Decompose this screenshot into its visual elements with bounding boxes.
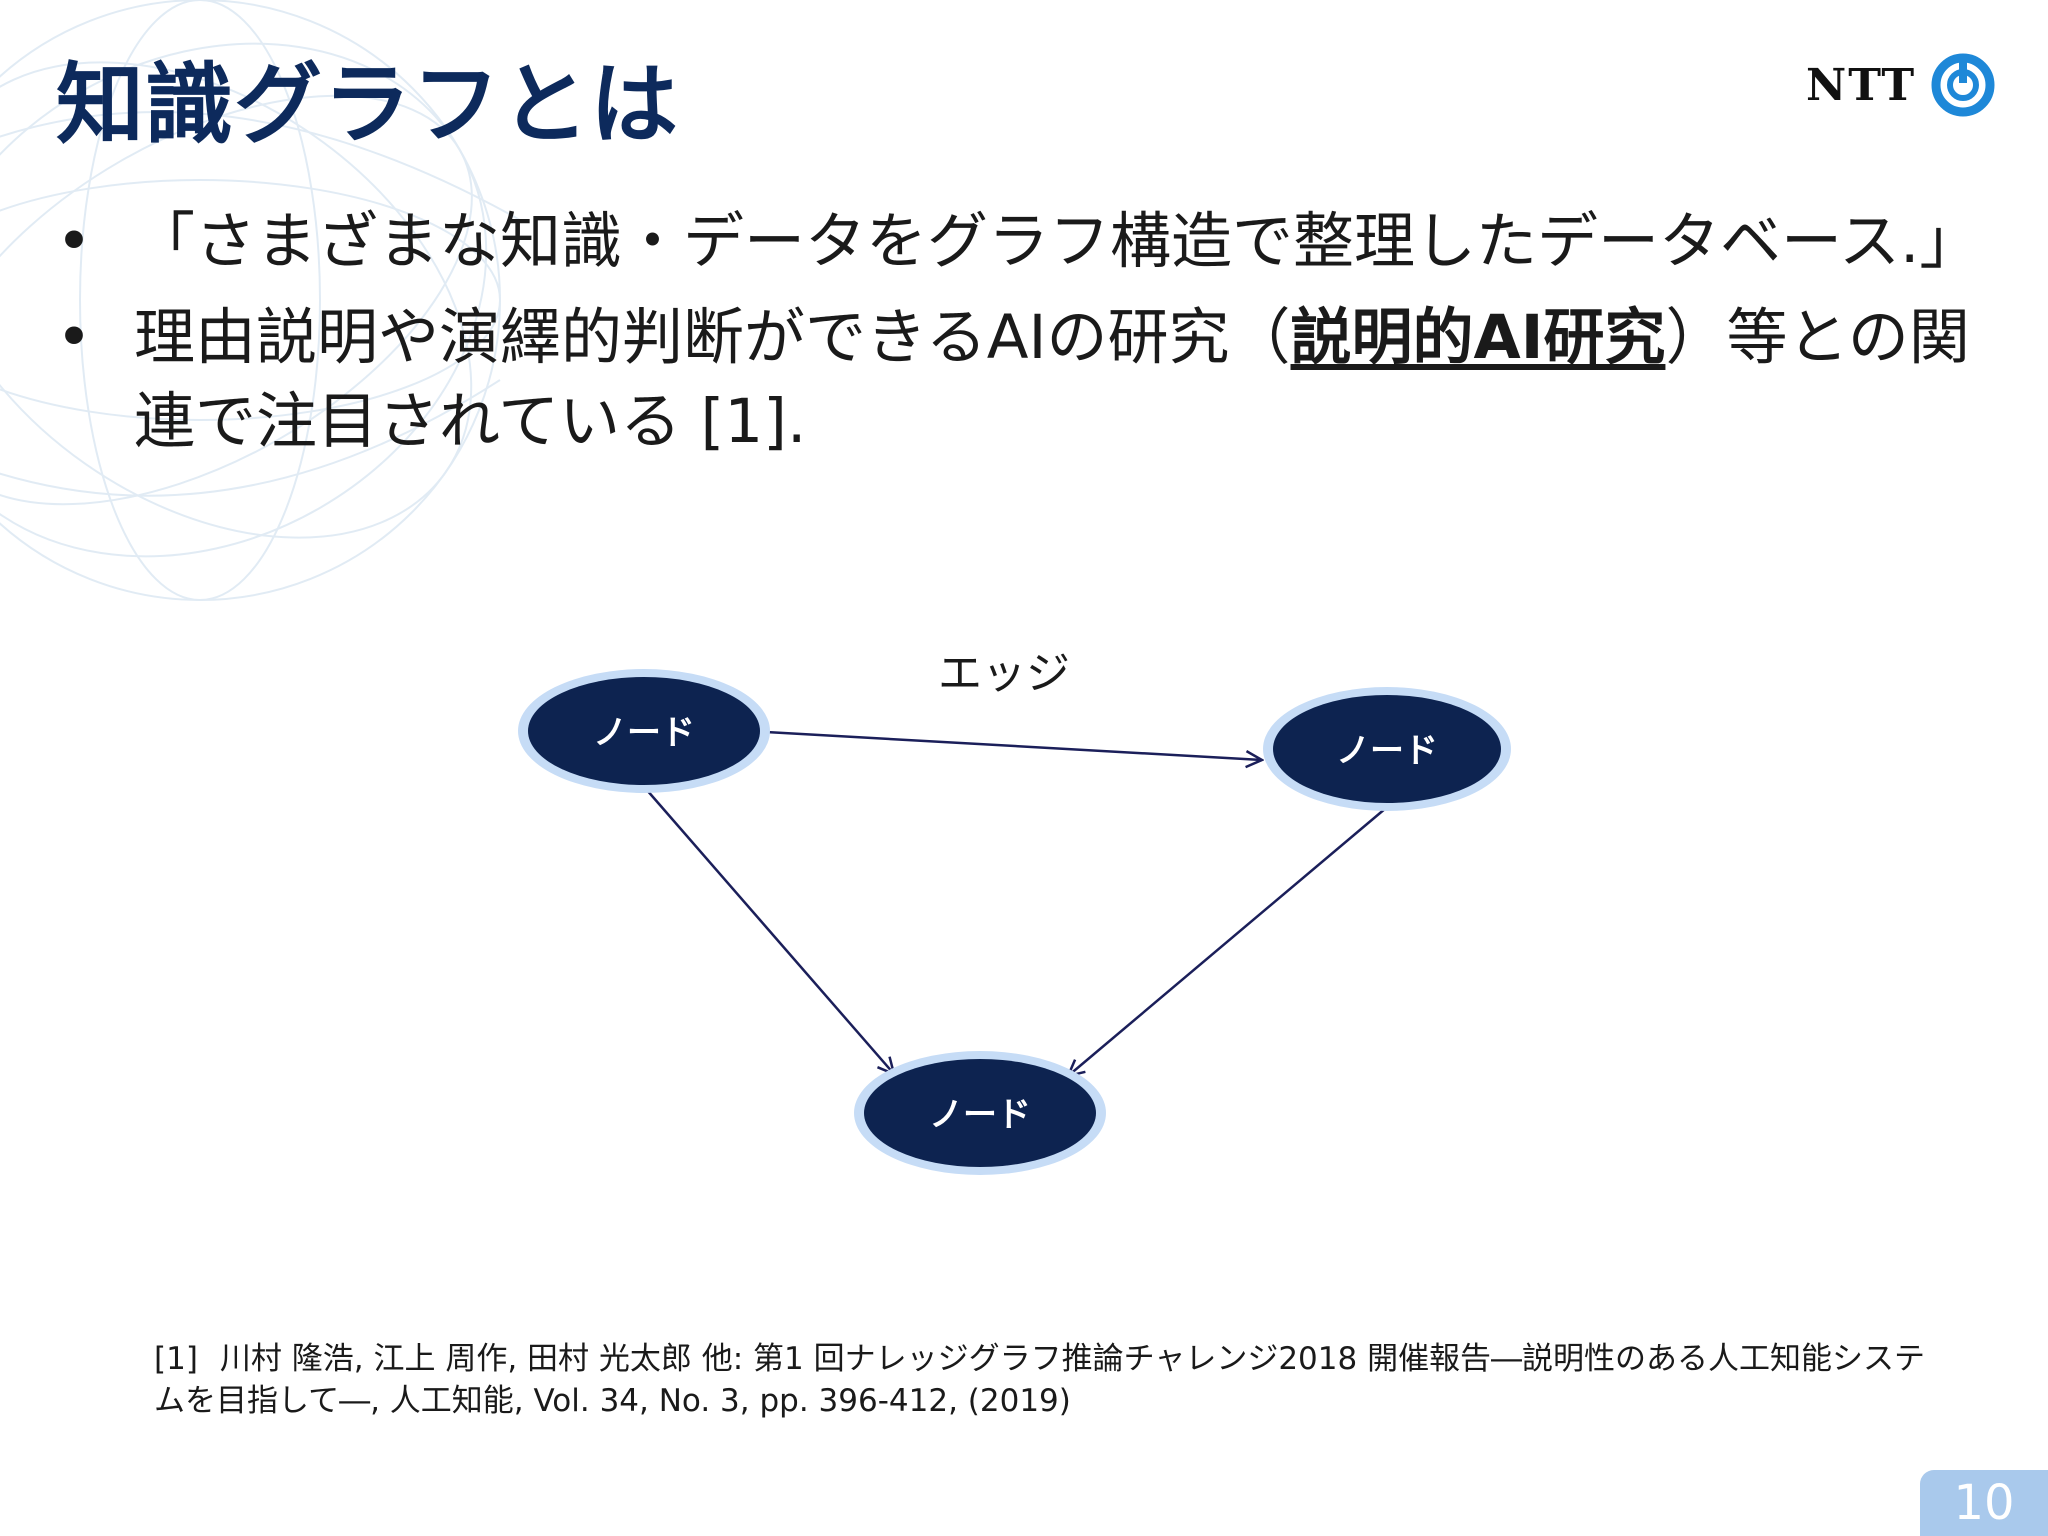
ntt-logo-mark-icon	[1931, 53, 1995, 117]
reference-note: [1]川村 隆浩, 江上 周作, 田村 光太郎 他: 第1 回ナレッジグラフ推論…	[154, 1338, 1934, 1422]
edge-label: エッジ	[938, 648, 1070, 699]
bullet-text-after: ）等との関連で注目されている [1].	[134, 302, 1970, 457]
bullet-marker: •	[56, 302, 92, 373]
bullet-item: • 「さまざまな知識・データをグラフ構造で整理したデータベース.」	[56, 200, 2006, 284]
bullet-list: • 「さまざまな知識・データをグラフ構造で整理したデータベース.」 • 理由説明…	[56, 200, 2006, 476]
bullet-item: • 理由説明や演繹的判断ができるAIの研究（説明的AI研究）等との関連で注目され…	[56, 296, 2006, 464]
edge-top-right-to-bottom	[1068, 807, 1387, 1076]
node-label: ノード	[1336, 731, 1438, 771]
edge-top-left-to-bottom	[645, 788, 894, 1074]
node-top-right: ノード	[1263, 687, 1511, 811]
ntt-logo: NTT	[1806, 52, 1996, 118]
page-number: 10	[1920, 1470, 2048, 1536]
bullet-marker: •	[56, 206, 92, 277]
reference-text: 川村 隆浩, 江上 周作, 田村 光太郎 他: 第1 回ナレッジグラフ推論チャレ…	[154, 1341, 1926, 1419]
bullet-text-before: 理由説明や演繹的判断ができるAIの研究（	[134, 302, 1291, 373]
bullet-emphasis: 説明的AI研究	[1290, 302, 1666, 373]
logo-text: NTT	[1806, 59, 1917, 111]
node-top-left: ノード	[518, 669, 770, 793]
edge-top-left-to-top-right	[765, 730, 1262, 760]
slide-title: 知識グラフとは	[56, 53, 680, 156]
node-label: ノード	[593, 713, 695, 753]
reference-number: [1]	[154, 1341, 198, 1377]
node-bottom: ノード	[854, 1051, 1106, 1175]
node-label: ノード	[929, 1095, 1031, 1135]
bullet-text: 「さまざまな知識・データをグラフ構造で整理したデータベース.」	[134, 206, 1981, 277]
